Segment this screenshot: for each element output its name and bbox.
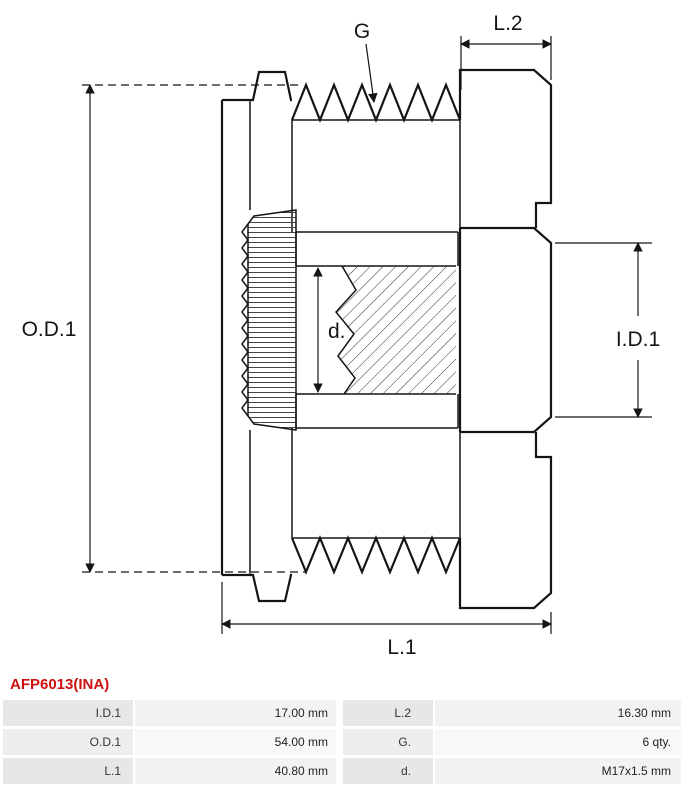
spec-value-l2: 16.30 mm bbox=[435, 700, 681, 726]
dimension-lines bbox=[82, 36, 652, 634]
od1-extension-lines bbox=[82, 84, 306, 573]
belt-grooves-bottom bbox=[290, 535, 462, 575]
spec-table: I.D.1 17.00 mm L.2 16.30 mm O.D.1 54.00 … bbox=[3, 700, 681, 784]
id1-dim-label: I.D.1 bbox=[616, 328, 660, 351]
spec-label-l2: L.2 bbox=[343, 700, 433, 726]
g-dim-label: G bbox=[354, 20, 370, 43]
spec-label-id1: I.D.1 bbox=[3, 700, 133, 726]
left-flange-bottom-edge bbox=[222, 573, 293, 603]
knurled-hub bbox=[247, 209, 297, 431]
thread-hatch bbox=[336, 266, 456, 394]
pulley-inner-lines bbox=[241, 100, 461, 575]
clutch-boss-outline bbox=[460, 226, 553, 434]
d-dim-label: d. bbox=[328, 320, 346, 343]
thread-runout-zigzag bbox=[335, 265, 357, 395]
l2-dim-label: L.2 bbox=[493, 12, 522, 35]
spec-label-od1: O.D.1 bbox=[3, 729, 133, 755]
spec-label-d: d. bbox=[343, 758, 433, 784]
spec-value-d: M17x1.5 mm bbox=[435, 758, 681, 784]
g-leader-line bbox=[365, 43, 378, 103]
spec-label-g: G. bbox=[343, 729, 433, 755]
od1-dim-label: O.D.1 bbox=[22, 318, 77, 341]
spec-row-od1-g: O.D.1 54.00 mm G. 6 qty. bbox=[3, 729, 681, 755]
spec-value-g: 6 qty. bbox=[435, 729, 681, 755]
left-flange-top-edge bbox=[222, 70, 293, 102]
l1-dim-label: L.1 bbox=[387, 636, 416, 659]
rear-hub-lower-outline bbox=[458, 432, 553, 610]
pulley-technical-drawing: G L.2 O.D.1 I.D.1 L.1 d. bbox=[22, 12, 661, 659]
spec-row-l1-d: L.1 40.80 mm d. M17x1.5 mm bbox=[3, 758, 681, 784]
spec-label-l1: L.1 bbox=[3, 758, 133, 784]
technical-drawing-area: G L.2 O.D.1 I.D.1 L.1 d. bbox=[21, 12, 661, 659]
rear-hub-upper-outline bbox=[458, 68, 553, 228]
knurl-serration bbox=[241, 223, 249, 417]
belt-grooves-top bbox=[290, 82, 462, 123]
spec-value-l1: 40.80 mm bbox=[135, 758, 336, 784]
spec-value-id1: 17.00 mm bbox=[135, 700, 336, 726]
spec-value-od1: 54.00 mm bbox=[135, 729, 336, 755]
part-number-link[interactable]: AFP6013(INA) bbox=[10, 676, 110, 693]
spec-row-id1-l2: I.D.1 17.00 mm L.2 16.30 mm bbox=[3, 700, 681, 726]
